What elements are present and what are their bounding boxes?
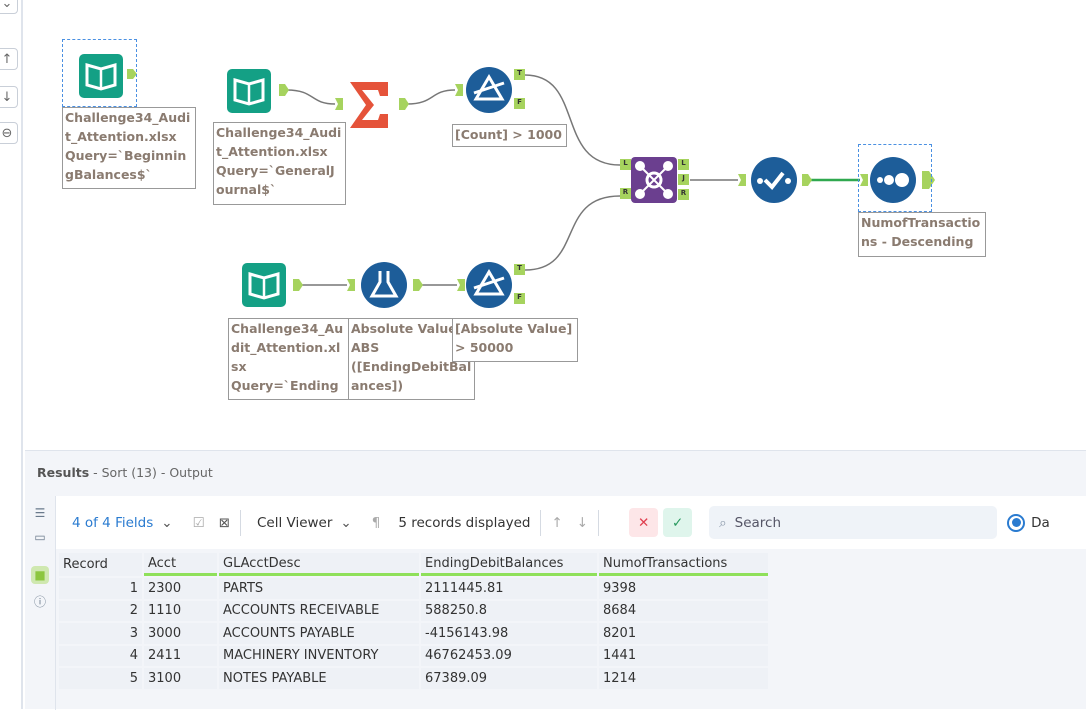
table-cell[interactable]: 1110 [144,600,217,621]
table-cell[interactable]: 5 [59,668,142,689]
cell-viewer-dropdown[interactable]: Cell Viewer [257,514,333,531]
selection-box [62,39,137,107]
input-data-tool[interactable] [241,262,287,308]
table-cell[interactable]: 2111445.81 [421,578,597,599]
sort-tool[interactable] [870,157,916,203]
select-tool[interactable] [751,157,797,203]
join-output-anchor[interactable]: J [678,174,689,185]
table-cell[interactable]: 8684 [599,600,768,621]
records-count: 5 records displayed [398,514,531,531]
table-cell[interactable]: -4156143.98 [421,623,597,644]
table-cell[interactable]: NOTES PAYABLE [219,668,419,689]
column-header[interactable]: GLAcctDesc [219,553,419,576]
table-cell[interactable]: 1441 [599,645,768,666]
uncheck-all-icon[interactable]: ⊠ [218,514,230,531]
radio-label: Da [1031,514,1050,531]
metadata-icon[interactable]: ▭ [34,530,46,544]
fields-dropdown[interactable]: 4 of 4 Fields [72,514,154,531]
left-toolbar: ⌄ ↑ ↓ ⊖ [0,0,23,709]
table-cell[interactable]: 3000 [144,623,217,644]
results-panel: Results - Sort (13) - Output ☰ ▭ ■ ⓘ 4 o… [25,450,1086,710]
input-annotation: Challenge34_Audit_Attention.xlsx Query=`… [62,107,196,189]
connection [524,195,621,271]
chevron-down-icon[interactable]: ⌄ [161,514,173,531]
chevron-down-icon[interactable]: ⌄ [0,0,18,14]
minus-circle-icon[interactable]: ⊖ [0,122,18,144]
results-side-icons: ☰ ▭ ■ ⓘ [25,496,56,710]
input-data-tool[interactable] [226,68,272,114]
check-icon[interactable]: ✓ [663,508,693,537]
table-cell[interactable]: 9398 [599,578,768,599]
arrow-down-icon[interactable]: ↓ [576,514,589,531]
input-annotation: Challenge34_Audit_Attention.xlsx Query=`… [228,318,350,400]
help-icon[interactable]: ⓘ [33,594,46,609]
sort-annotation: NumofTransactions - Descending [858,212,986,257]
table-cell[interactable]: 4 [59,645,142,666]
join-tool[interactable] [631,157,677,203]
pilcrow-icon[interactable]: ¶ [371,514,381,531]
true-anchor[interactable]: T [514,69,525,80]
arrow-up-icon[interactable]: ↑ [0,48,18,70]
table-cell[interactable]: 8201 [599,623,768,644]
results-toolbar: 4 of 4 Fields ⌄ ☑ ⊠ Cell Viewer ⌄ ¶ 5 re… [56,496,1086,549]
table-cell[interactable]: 588250.8 [421,600,597,621]
false-anchor[interactable]: F [514,98,525,109]
search-icon: ⌕ [719,514,727,531]
column-header[interactable]: Acct [144,553,217,576]
arrow-up-icon[interactable]: ↑ [551,514,563,531]
workflow-canvas[interactable]: Challenge34_Audit_Attention.xlsx Query=`… [25,0,1086,450]
summarize-tool[interactable] [346,82,392,128]
results-title: Results - Sort (13) - Output [37,465,213,480]
column-header[interactable]: Record [59,553,142,576]
radio-button[interactable] [1007,513,1026,532]
input-annotation: Challenge34_Audit_Attention.xlsx Query=`… [213,122,346,205]
filter-annotation: [Count] > 1000 [452,124,567,147]
table-cell[interactable]: MACHINERY INVENTORY [219,645,419,666]
table-cell[interactable]: PARTS [219,578,419,599]
output-anchor-icon[interactable]: ■ [31,566,49,584]
check-all-icon[interactable]: ☑ [192,514,205,531]
column-header[interactable]: NumofTransactions [599,553,768,576]
formula-annotation: Absolute Value ABS ([EndingDebitBalances… [348,318,475,400]
left-output-anchor[interactable]: L [678,159,689,170]
table-cell[interactable]: ACCOUNTS PAYABLE [219,623,419,644]
false-anchor[interactable]: F [514,293,525,304]
table-cell[interactable]: 2411 [144,645,217,666]
close-icon[interactable]: ✕ [629,508,659,537]
table-cell[interactable]: ACCOUNTS RECEIVABLE [219,600,419,621]
input-data-tool[interactable] [78,53,124,99]
connection [406,89,456,105]
selection-box [858,144,932,212]
chevron-down-icon[interactable]: ⌄ [340,514,352,531]
table-cell[interactable]: 46762453.09 [421,645,597,666]
table-cell[interactable]: 3 [59,623,142,644]
connection [286,89,336,105]
table-cell[interactable]: 3100 [144,668,217,689]
table-cell[interactable]: 67389.09 [421,668,597,689]
right-output-anchor[interactable]: R [678,189,689,200]
true-anchor[interactable]: T [514,264,525,275]
search-input[interactable]: ⌕Search [709,506,998,539]
right-input-anchor[interactable]: R [620,188,631,199]
connection [524,74,621,166]
formula-tool[interactable] [361,262,407,308]
filter-annotation: [Absolute Value] > 50000 [452,318,578,362]
table-cell[interactable]: 1 [59,578,142,599]
filter-tool[interactable] [466,67,512,113]
arrow-down-icon[interactable]: ↓ [0,86,18,108]
filter-tool[interactable] [466,262,512,308]
list-icon[interactable]: ☰ [34,506,46,520]
table-cell[interactable]: 2300 [144,578,217,599]
table-cell[interactable]: 2 [59,600,142,621]
column-header[interactable]: EndingDebitBalances [421,553,597,576]
left-input-anchor[interactable]: L [620,159,631,170]
table-cell[interactable]: 1214 [599,668,768,689]
